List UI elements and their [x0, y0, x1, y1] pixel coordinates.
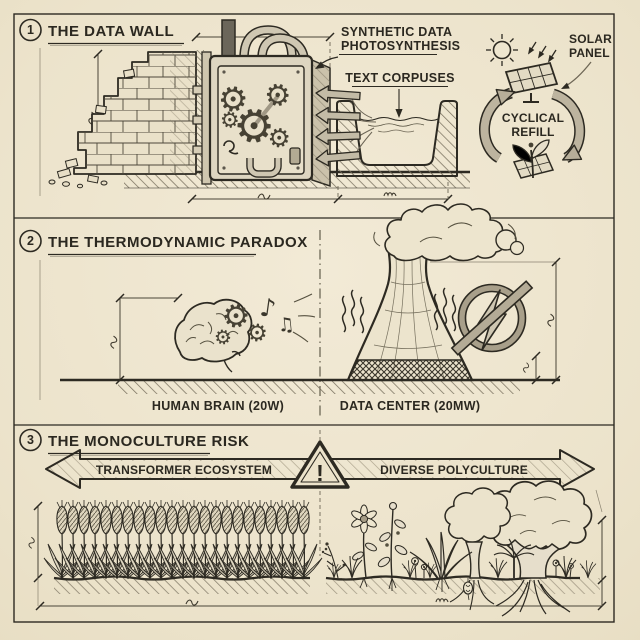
- gear-icon: ⚙: [245, 318, 269, 348]
- heat-wave-icon: [350, 289, 356, 327]
- tree-roots: [495, 579, 571, 617]
- panel-1-data-wall: 1 THE DATA WALL: [19, 18, 612, 204]
- brain-caption: HUMAN BRAIN (20W): [152, 399, 284, 413]
- heat-wave-icon: [359, 296, 365, 334]
- panel-number-badge: [19, 229, 42, 253]
- heat-wave-icon: [341, 295, 347, 333]
- brain-icon: [174, 298, 253, 373]
- panel-number: 3: [27, 433, 34, 447]
- gear-icon: ⚙: [265, 123, 292, 156]
- leafy-plant-icon: [377, 501, 408, 591]
- synthetic-data-label: SYNTHETIC DATA PHOTOSYNTHESIS: [313, 25, 460, 73]
- steam-cloud: [373, 203, 525, 262]
- sun-ray-arrows: [525, 41, 557, 65]
- dimension-lines: [27, 489, 607, 611]
- rubble: [48, 167, 108, 189]
- slash-bar: [450, 280, 534, 356]
- solar-panel-icon: [504, 61, 559, 103]
- panel-2-thermodynamic-paradox: 2 THE THERMODYNAMIC PARADOX ⚙ ⚙ ⚙ ♪ ♫: [19, 203, 561, 418]
- flower-head: [351, 504, 377, 534]
- datacenter-caption: DATA CENTER (20MW): [340, 399, 481, 413]
- music-note-icon: ♪: [258, 293, 278, 324]
- wheat-field: [43, 499, 323, 579]
- chimney: [221, 19, 236, 61]
- warning-mark: !: [316, 460, 324, 486]
- sprout-panel-icon: [512, 139, 555, 179]
- outer-frame: [13, 13, 615, 623]
- svg-text:SOLAR: SOLAR: [569, 32, 612, 46]
- soil-left: [53, 575, 310, 594]
- cyclical-refill-arrows: CYCLICAL REFILL: [479, 83, 586, 168]
- cycle-label-line2: REFILL: [511, 125, 554, 139]
- svg-text:PANEL: PANEL: [569, 46, 610, 60]
- transformer-label: TRANSFORMER ECOSYSTEM: [96, 463, 272, 477]
- solar-panel-label: SOLAR PANEL: [559, 32, 612, 92]
- svg-text:TEXT CORPUSES: TEXT CORPUSES: [345, 71, 454, 85]
- text-corpuses-label: TEXT CORPUSES: [345, 71, 454, 118]
- data-flow-arrows: [314, 84, 377, 168]
- water-surface: [359, 116, 439, 133]
- music-note-icon: ♫: [276, 313, 295, 337]
- gear-icon: ⚙: [218, 107, 241, 135]
- palm-icon: [493, 538, 535, 578]
- machine-plumbing: [223, 140, 301, 178]
- heat-wave-icon: [442, 287, 448, 325]
- ground-line: [60, 378, 560, 394]
- panel-number: 2: [27, 234, 34, 248]
- small-tree-icon: [444, 487, 511, 611]
- motion-lines: [292, 293, 316, 343]
- panel-title: THE THERMODYNAMIC PARADOX: [48, 234, 308, 251]
- panel-3-monoculture-risk: 3 THE MONOCULTURE RISK TRANSFORMER ECOSY…: [19, 428, 607, 617]
- svg-text:PHOTOSYNTHESIS: PHOTOSYNTHESIS: [341, 39, 460, 53]
- warning-triangle-icon: !: [290, 440, 350, 489]
- sun-icon: [486, 34, 518, 66]
- svg-text:SYNTHETIC DATA: SYNTHETIC DATA: [341, 25, 452, 39]
- machine-pipes: [239, 25, 309, 60]
- dimension-lines: [109, 257, 561, 385]
- no-energy-icon: [450, 280, 534, 356]
- tower-base-mesh: [346, 359, 474, 381]
- text-corpus-reservoir: [336, 100, 458, 177]
- panel-number: 1: [27, 23, 34, 37]
- flower-icon: [351, 504, 377, 589]
- polyculture-garden: [321, 480, 597, 617]
- heat-wave-icon: [451, 294, 457, 332]
- panel-number-badge: [19, 428, 42, 452]
- polyculture-label: DIVERSE POLYCULTURE: [380, 463, 528, 477]
- turnip-icon: [462, 578, 474, 601]
- agave-icon: [409, 531, 473, 592]
- panel-number-badge: [19, 18, 42, 42]
- cooling-tower: [346, 252, 474, 382]
- synthetic-data-machine: ⚙ ⚙ ⚙ ⚙ ⚙: [192, 19, 331, 188]
- panel-title: THE DATA WALL: [48, 23, 174, 40]
- gear-icon: ⚙: [212, 324, 234, 351]
- panel-title: THE MONOCULTURE RISK: [48, 433, 249, 450]
- brick-wall: [48, 50, 204, 189]
- cycle-label-line1: CYCLICAL: [502, 111, 564, 125]
